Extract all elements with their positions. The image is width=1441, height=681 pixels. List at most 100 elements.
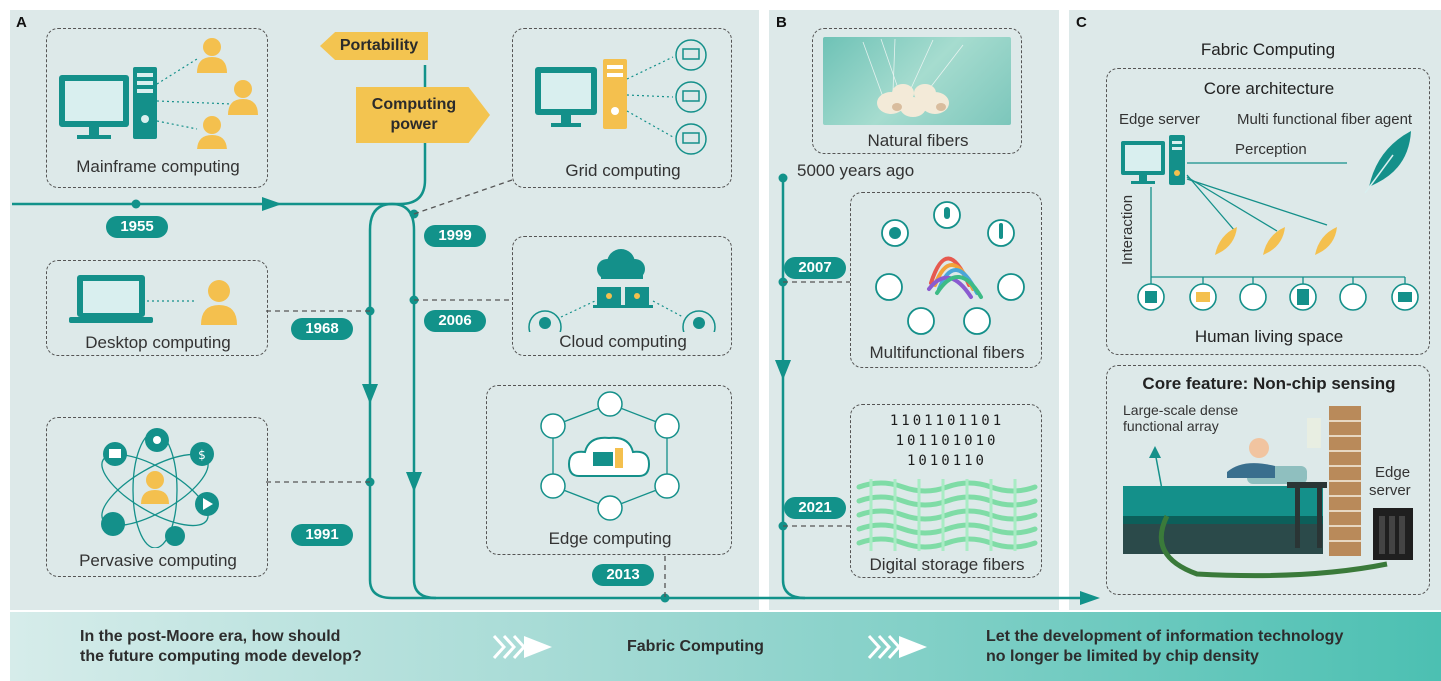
multifunctional-caption: Multifunctional fibers: [869, 343, 1025, 362]
bed-icon: [1123, 466, 1323, 554]
svg-text:$: $: [198, 448, 206, 462]
year-1968: 1968: [291, 318, 353, 340]
banner-answer-line1: Let the development of information techn…: [986, 628, 1344, 645]
user-icon: [201, 280, 237, 325]
bedside-table-icon: [1287, 418, 1327, 548]
cloud-box: Cloud computing: [512, 236, 732, 356]
fiber-bundle-icon: [927, 256, 983, 299]
panel-label-a: A: [16, 14, 27, 31]
feather-icons-small: [1215, 227, 1337, 255]
year-2007: 2007: [784, 257, 846, 279]
year-1991: 1991: [291, 524, 353, 546]
phone-icon: [1339, 283, 1367, 311]
power-icon: [875, 273, 903, 301]
worker-icon: [528, 310, 562, 332]
banker-icon: [682, 310, 716, 332]
portability-sign: Portability: [320, 32, 428, 60]
monitor-icon: [59, 75, 129, 139]
signal-icon: [997, 273, 1025, 301]
cctv-icon: [654, 473, 680, 499]
edge-server-box-icon: [1373, 508, 1413, 560]
disc-icon: [165, 526, 185, 546]
phone-icon: [597, 391, 623, 417]
edge-illustration: [540, 391, 680, 521]
cloud-caption: Cloud computing: [559, 332, 687, 351]
multifunctional-illustration: [875, 201, 1025, 335]
fiber-agent-label: Multi functional fiber agent: [1237, 111, 1413, 128]
computing-power-sign: Computing power: [356, 87, 490, 143]
sensing-illustration: [1123, 406, 1413, 579]
panel-label-b: B: [776, 14, 787, 31]
server-tower-icon: [1169, 135, 1185, 185]
year-2021: 2021: [784, 497, 846, 519]
core-architecture-title: Core architecture: [1203, 79, 1335, 98]
time-5000-years: 5000 years ago: [797, 161, 915, 180]
mail-icon: [540, 413, 566, 439]
cocoon-illustration: [862, 38, 964, 117]
digital-storage-box: 1101101101 101101010 1010110 Digital sto…: [850, 404, 1042, 578]
year-2006: 2006: [424, 310, 486, 332]
monitor-icon: [1121, 141, 1165, 184]
laptop-icon: [69, 275, 153, 323]
pervasive-box: $ Pervasive computing: [46, 417, 268, 577]
pervasive-illustration: $: [101, 428, 219, 548]
grid-box: Grid computing: [512, 28, 732, 188]
fabric-computing-title: Fabric Computing: [1200, 40, 1336, 59]
year-2013: 2013: [592, 564, 654, 586]
banner-answer-line2: no longer be limited by chip density: [986, 648, 1259, 665]
cctv-icon: [1239, 283, 1267, 311]
edge-server-label: Edge server: [1119, 111, 1200, 128]
banner-question-line2: the future computing mode develop?: [80, 648, 362, 665]
woven-fabric-illustration: [856, 479, 1038, 551]
phone-icon: [101, 512, 125, 536]
binary-row-1: 1101101101: [889, 413, 1005, 429]
banner-question: In the post-Moore era, how should the fu…: [80, 627, 362, 667]
pervasive-caption: Pervasive computing: [79, 551, 237, 570]
banner-question-line1: In the post-Moore era, how should: [80, 628, 341, 645]
brick-wall-icon: [1329, 406, 1361, 556]
natural-fibers-box: Natural fibers: [812, 28, 1022, 154]
monitor-icon: [535, 67, 597, 127]
perception-label: Perception: [1235, 141, 1307, 158]
mainframe-caption: Mainframe computing: [76, 157, 240, 176]
computing-power-line2: power: [390, 116, 438, 133]
desktop-box: Desktop computing: [46, 260, 268, 356]
edge-server-line1: Edge: [1375, 464, 1411, 481]
server-tower-icon: [133, 67, 157, 139]
binary-row-3: 1010110: [906, 453, 987, 469]
array-label-line1: Large-scale dense: [1123, 402, 1239, 418]
core-feature-title: Core feature: Non-chip sensing: [1142, 374, 1396, 393]
grid-caption: Grid computing: [565, 161, 681, 180]
digital-storage-caption: Digital storage fibers: [869, 555, 1025, 574]
waveform-icon: [907, 307, 935, 335]
server-tower-icon: [603, 59, 627, 129]
mainframe-box: Mainframe computing: [46, 28, 268, 188]
feather-icon-large: [1364, 131, 1411, 194]
year-1999: 1999: [424, 225, 486, 247]
architecture-illustration: [1121, 131, 1419, 311]
natural-fibers-photo: [823, 37, 1011, 125]
washer-icon: [540, 473, 566, 499]
interaction-label: Interaction: [1119, 194, 1136, 265]
patient-icon: [1227, 438, 1275, 478]
edge-server-line2: server: [1369, 482, 1411, 499]
binary-row-2: 101101010: [895, 433, 999, 449]
core-feature-box: Core feature: Non-chip sensing Large-sca…: [1106, 365, 1430, 595]
living-space-label: Human living space: [1194, 327, 1344, 346]
mainframe-illustration: [59, 38, 258, 149]
user-icon: [141, 471, 169, 504]
cloud-illustration: [528, 249, 716, 332]
array-label-line2: functional array: [1123, 418, 1219, 434]
computing-power-line1: Computing: [371, 96, 457, 113]
grid-illustration: [535, 39, 707, 155]
bottom-banner: In the post-Moore era, how should the fu…: [10, 612, 1441, 681]
natural-fibers-caption: Natural fibers: [867, 131, 969, 150]
desktop-illustration: [69, 275, 237, 325]
cloud-icon: [597, 249, 645, 279]
laptop-node-icons: [675, 39, 707, 155]
year-1955: 1955: [106, 216, 168, 238]
fridge-icon: [654, 413, 680, 439]
core-architecture-box: Core architecture Edge server Multi func…: [1106, 68, 1430, 355]
tv-icon: [597, 495, 623, 521]
banner-middle: Fabric Computing: [627, 638, 764, 655]
